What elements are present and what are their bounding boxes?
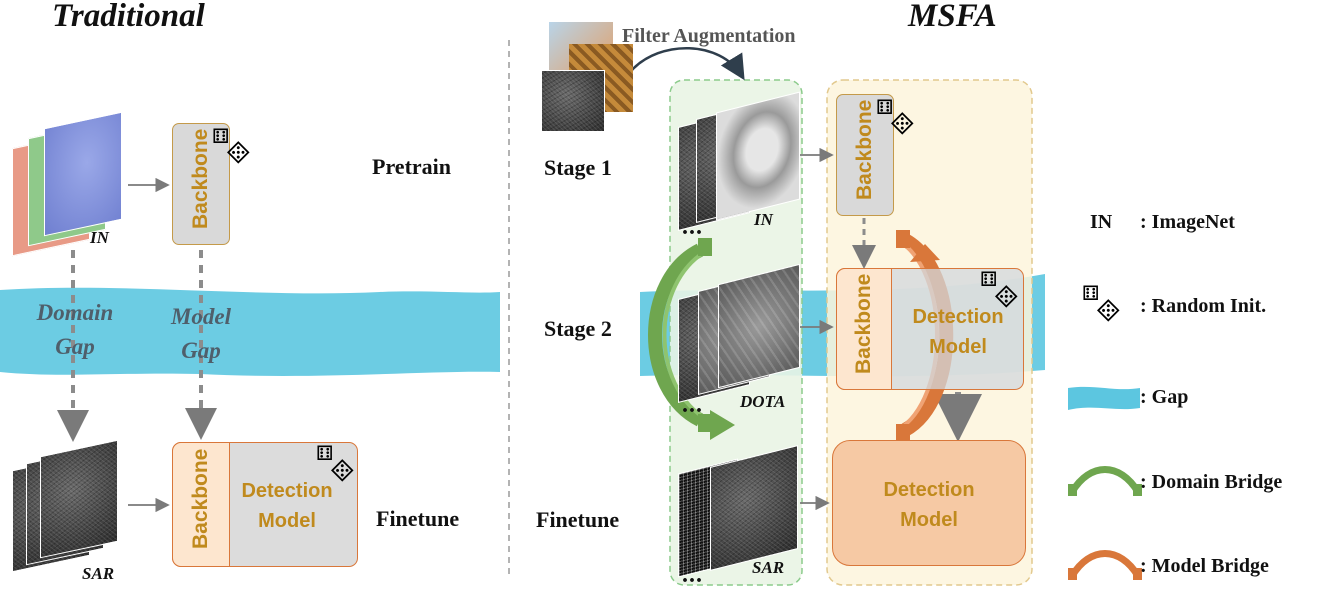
gap-band-left — [0, 287, 500, 376]
legend-model-bridge-icon — [1068, 550, 1142, 580]
stage2-ellipsis: ... — [682, 392, 703, 418]
sar-label-right: SAR — [752, 558, 785, 577]
detection-line1: Detection — [241, 480, 333, 502]
sar-label-left: SAR — [82, 564, 115, 583]
filter-augmentation-arrow — [631, 47, 745, 81]
domain-gap-label: Domain Gap — [22, 296, 128, 364]
detection-ft-line2: Model — [900, 509, 958, 531]
stage1-ellipsis: ... — [682, 214, 703, 240]
random-init-icon-stage2: ⚅ — [980, 269, 998, 291]
legend-domain-bridge-icon — [1068, 466, 1142, 496]
legend-gap: : Gap — [1140, 386, 1189, 408]
detection-model-label-stage2: Detection Model — [892, 302, 1024, 362]
detection-s2-line2: Model — [929, 336, 987, 358]
backbone-box-pretrain — [172, 123, 230, 245]
in-label-right: IN — [754, 210, 773, 229]
stage1-label: Stage 1 — [544, 155, 612, 180]
backbone-label-pretrain: Backbone — [189, 128, 212, 229]
random-init-icon-pretrain: ⚅ — [212, 126, 230, 148]
dota-label: DOTA — [740, 392, 786, 411]
detection-model-label-finetune: Detection Model — [232, 476, 342, 536]
filter-aug-thumb-3 — [541, 70, 605, 132]
title-msfa: MSFA — [908, 0, 997, 34]
domain-gap-line1: Domain — [36, 300, 114, 325]
detection-ft-line1: Detection — [883, 479, 975, 501]
finetune-label-left: Finetune — [376, 506, 460, 531]
backbone-label-stage2: Backbone — [852, 273, 875, 374]
model-gap-line1: Model — [170, 304, 232, 329]
domain-bridge-icon — [648, 238, 735, 440]
backbone-label-stage1: Backbone — [853, 99, 876, 200]
backbone-box-stage2 — [836, 268, 892, 390]
finetune-label-right: Finetune — [536, 507, 620, 532]
legend-in-key: IN — [1090, 211, 1113, 233]
legend-in-desc: : ImageNet — [1140, 211, 1235, 233]
in-label-left: IN — [90, 228, 109, 247]
legend-gap-swatch — [1068, 386, 1140, 410]
detection-line2: Model — [258, 510, 316, 532]
title-traditional: Traditional — [52, 0, 205, 34]
backbone-label-finetune: Backbone — [189, 448, 212, 549]
detection-model-box-final — [832, 440, 1026, 566]
backbone-box-finetune — [172, 442, 230, 567]
random-init-icon-finetune: ⚅ — [316, 443, 334, 465]
finetune-ellipsis: ... — [682, 562, 703, 588]
legend-model-bridge: : Model Bridge — [1140, 555, 1269, 577]
legend-domain-bridge: : Domain Bridge — [1140, 471, 1283, 493]
detection-model-label-final: Detection Model — [832, 475, 1026, 535]
random-init-icon-stage1: ⚅ — [876, 97, 894, 119]
model-gap-line2: Gap — [181, 338, 221, 363]
pretrain-label: Pretrain — [372, 154, 452, 179]
legend-dice-icon: ⚅ — [1082, 283, 1100, 305]
stage2-image-3 — [718, 263, 800, 389]
stage2-label: Stage 2 — [544, 316, 612, 341]
model-gap-label: Model Gap — [150, 300, 252, 368]
backbone-box-stage1 — [836, 94, 894, 216]
domain-gap-line2: Gap — [55, 334, 95, 359]
detection-s2-line1: Detection — [912, 306, 1004, 328]
stage1-image-3 — [716, 91, 800, 221]
sar-image-3 — [40, 439, 118, 559]
legend-random-init: : Random Init. — [1140, 295, 1267, 317]
finetune-image-2 — [710, 445, 798, 571]
filter-augmentation-label: Filter Augmentation — [622, 25, 796, 47]
in-image-blue — [44, 111, 122, 237]
